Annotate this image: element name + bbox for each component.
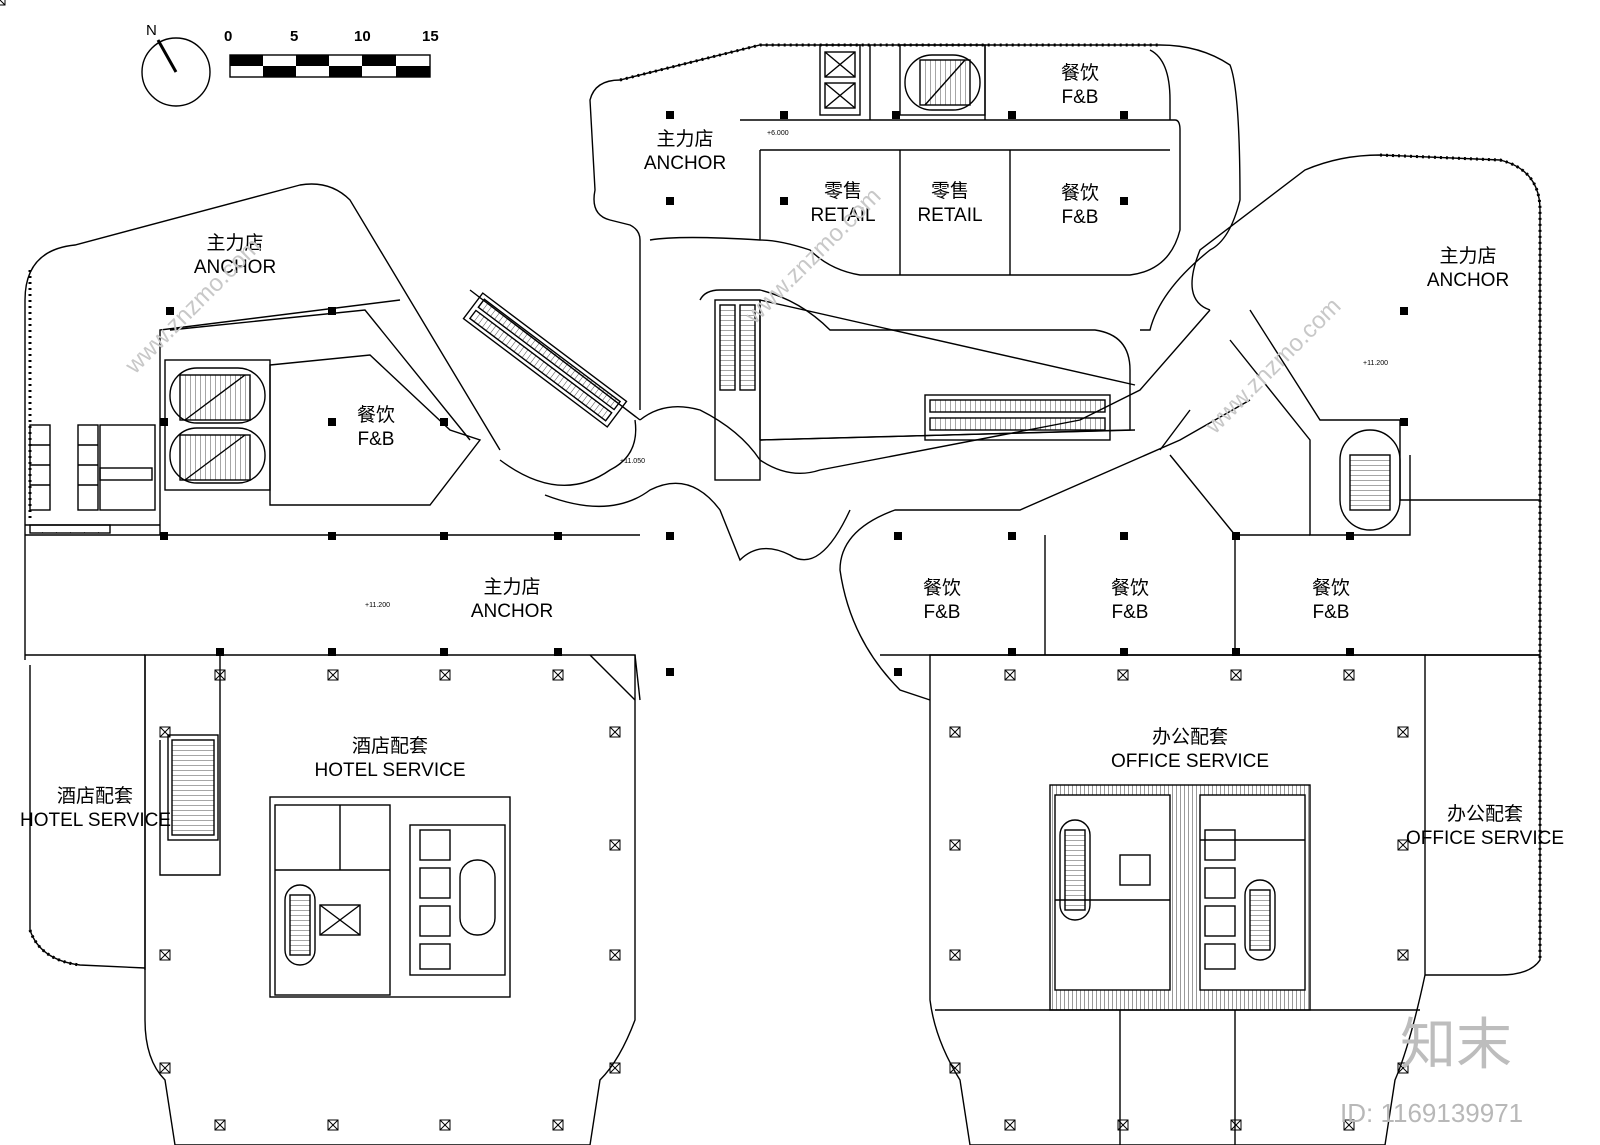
scale-tick-0: 0 [224, 28, 233, 45]
scale-tick-10: 10 [354, 28, 371, 45]
level-marker: +11.050 [620, 458, 645, 465]
level-marker: +11.200 [1363, 360, 1388, 367]
watermark-id: ID: 1169139971 [1340, 1098, 1524, 1128]
scale-tick-5: 5 [290, 28, 299, 45]
watermark-brand: 知末 [1400, 1013, 1512, 1076]
level-marker: +11.200 [365, 602, 390, 609]
level-marker: +6.000 [767, 130, 789, 137]
scale-tick-15: 15 [422, 28, 439, 45]
north-arrow-label: N [146, 22, 157, 39]
